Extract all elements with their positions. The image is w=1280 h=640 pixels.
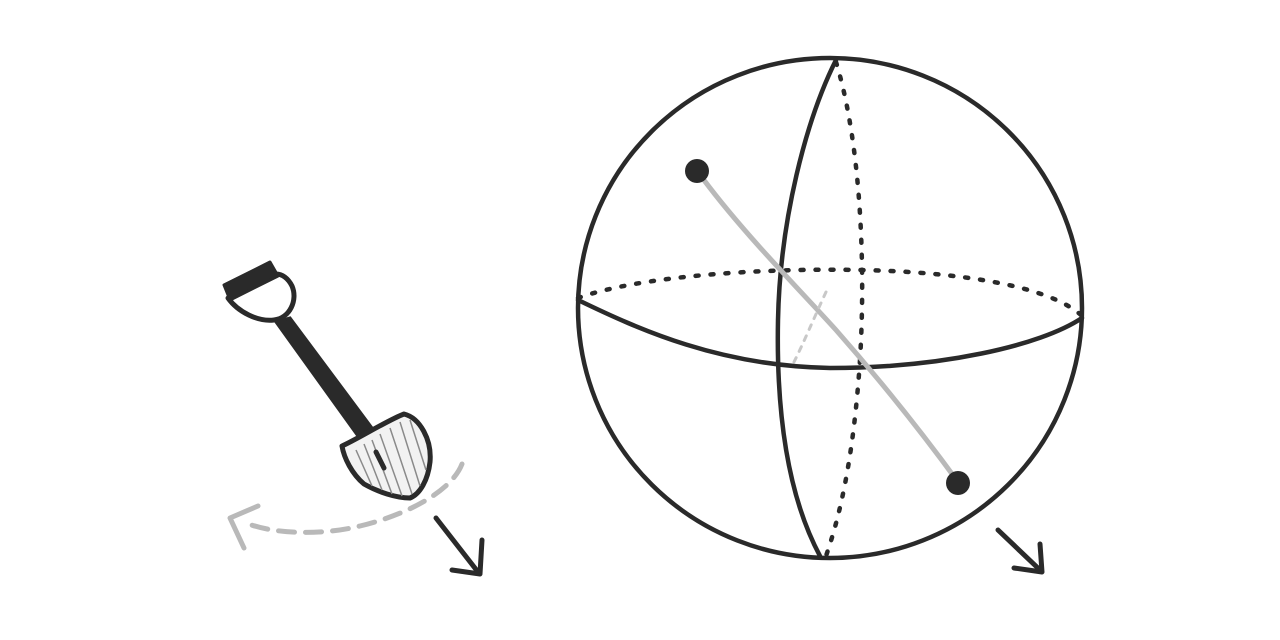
meridian-hidden-dotted xyxy=(823,59,865,559)
chord-line-solid xyxy=(695,169,961,485)
sphere-outline xyxy=(575,55,1085,561)
shovel-grip xyxy=(222,260,280,302)
sphere-arrow-shaft xyxy=(995,527,1043,573)
shovel-blade-mark xyxy=(373,449,387,471)
shovel-blade xyxy=(339,411,433,501)
meridian-front xyxy=(775,57,839,559)
shovel-shaft xyxy=(273,316,375,438)
equator-hidden-dotted xyxy=(575,267,1085,319)
point-lower-right xyxy=(946,471,970,495)
rotation-arc-arrowhead xyxy=(227,503,261,551)
shovel-icon xyxy=(222,260,433,501)
equator-front xyxy=(575,297,1085,371)
chord-guide-dotted xyxy=(792,290,828,364)
down-right-arrow-icon xyxy=(433,515,485,577)
rotation-arc-dashed xyxy=(241,461,465,535)
sphere-icon xyxy=(575,55,1085,561)
shovel-handle-loop xyxy=(225,271,297,323)
point-upper-left xyxy=(685,159,709,183)
shovel-arrow-shaft xyxy=(433,515,481,575)
sphere-arrow-head xyxy=(1011,541,1045,575)
down-right-arrow-icon xyxy=(995,527,1045,575)
curved-arrow-icon xyxy=(227,461,465,551)
shovel-arrow-head xyxy=(449,537,485,577)
